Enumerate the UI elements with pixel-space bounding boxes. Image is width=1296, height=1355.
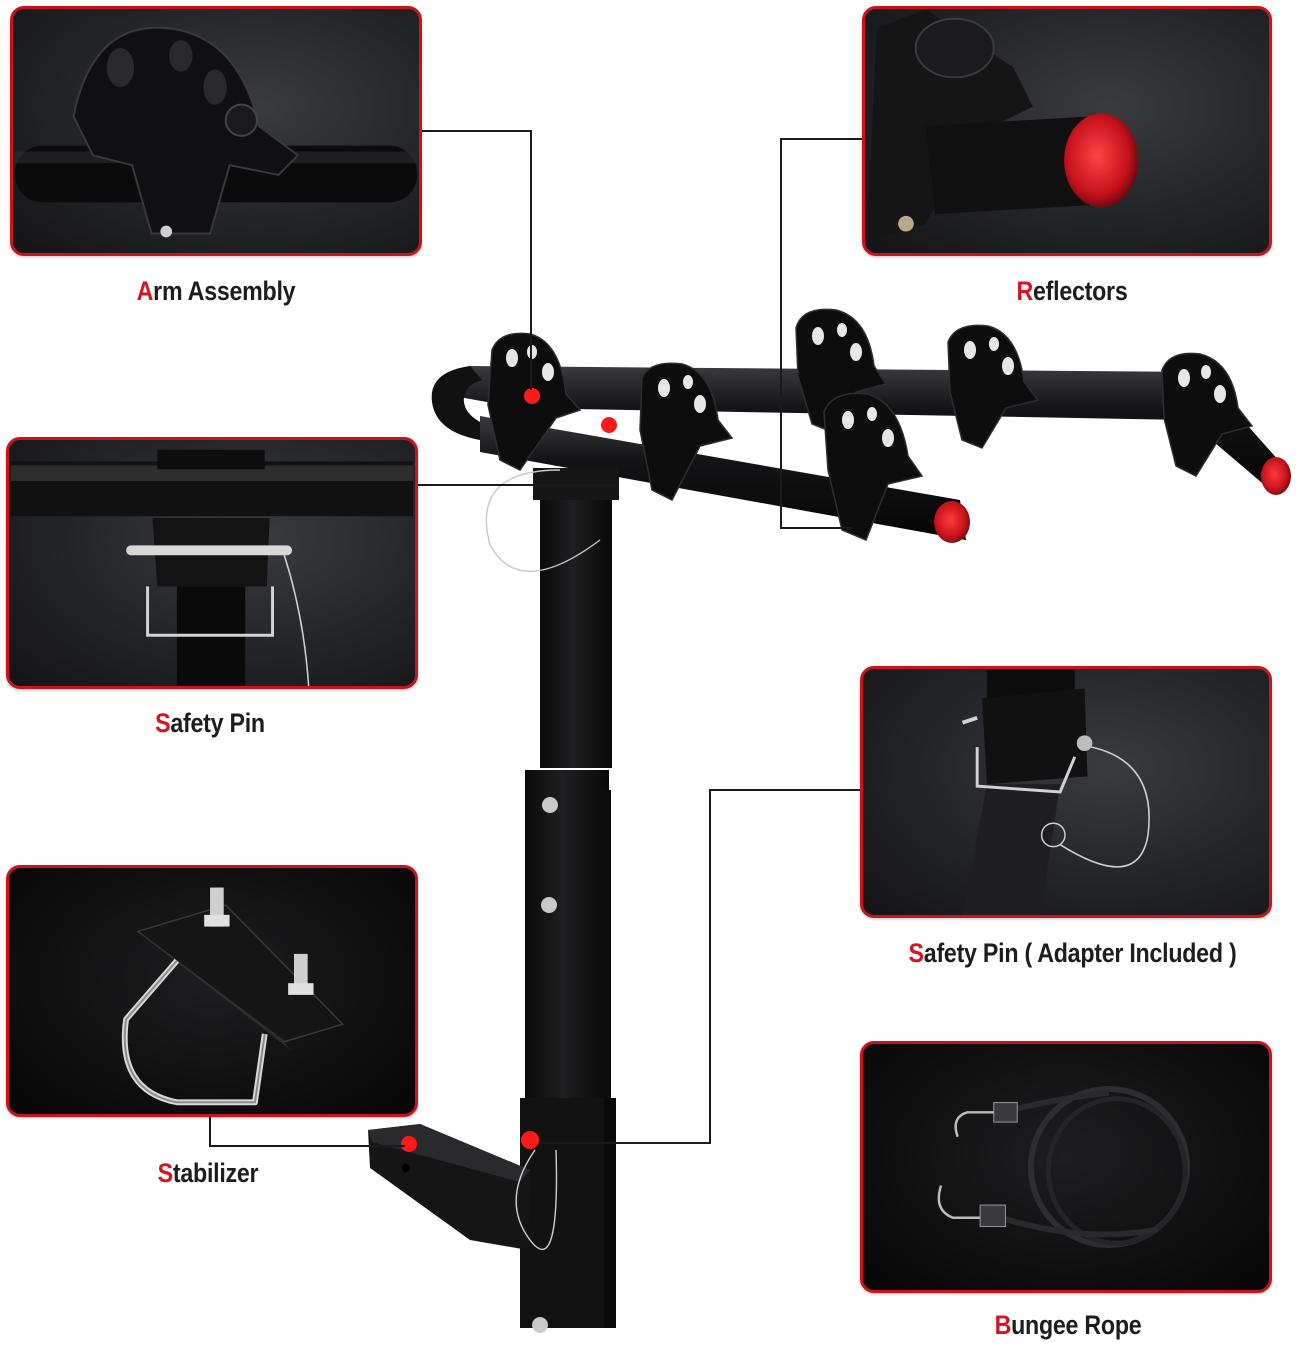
stabilizer-label: Stabilizer xyxy=(157,1158,259,1188)
stabilizer-photo-panel xyxy=(6,865,418,1117)
safety-pin-adapter-label: Safety Pin ( Adapter Included ) xyxy=(908,938,1237,968)
reflector-cap-icon xyxy=(866,9,1139,244)
connector-safety-pin-adapter-h-bottom xyxy=(540,1142,711,1144)
reflectors-photo-panel xyxy=(862,6,1272,256)
arm-clamp-icon xyxy=(14,26,418,238)
safety-pin-adapter-photo-panel xyxy=(860,666,1272,918)
safety-pin-label: Safety Pin xyxy=(155,708,265,738)
connector-reflectors-h-top xyxy=(780,138,864,140)
connector-reflectors-v xyxy=(780,138,782,528)
connector-arm-assembly-h xyxy=(420,130,531,132)
reflectors-label: Reflectors xyxy=(1016,276,1128,306)
connector-safety-pin-h xyxy=(416,484,616,486)
bungee-rope-label: Bungee Rope xyxy=(994,1310,1142,1340)
stabilizer-bracket-icon xyxy=(121,887,345,1106)
safety-pin-photo-panel xyxy=(6,437,418,689)
connector-reflectors-h-bottom xyxy=(780,527,852,529)
bungee-rope-photo-panel xyxy=(860,1041,1272,1293)
safety-pin-adapter-icon xyxy=(961,669,1150,915)
arm-assembly-label: Arm Assembly xyxy=(136,276,296,306)
connector-arm-assembly-v xyxy=(530,130,532,390)
arm-assembly-photo-panel xyxy=(10,6,422,256)
bungee-rope-icon xyxy=(937,1085,1190,1249)
connector-stabilizer-v xyxy=(209,1114,211,1147)
connector-safety-pin-adapter-v xyxy=(709,789,711,1143)
safety-pin-icon xyxy=(10,449,414,686)
connector-safety-pin-adapter-h-top xyxy=(710,789,862,791)
connector-stabilizer-h xyxy=(209,1145,405,1147)
